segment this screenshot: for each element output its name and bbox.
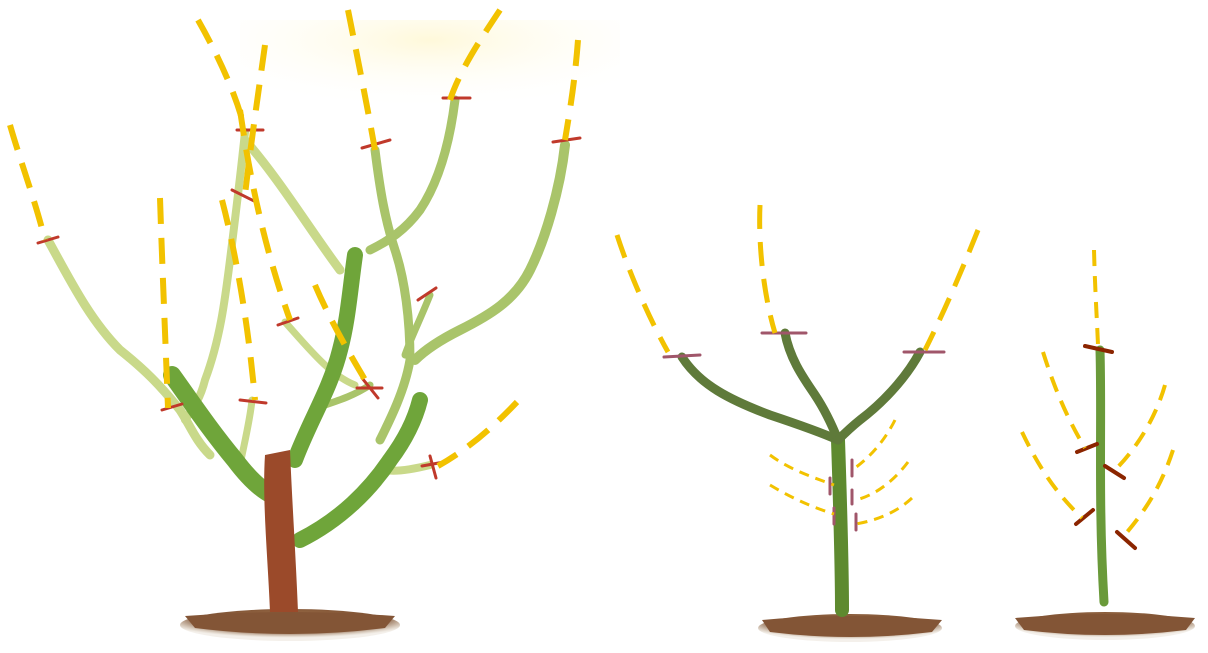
cut-mark [1105, 466, 1124, 478]
cut-guide-line [1094, 250, 1098, 345]
young-shoots [48, 132, 430, 471]
trunk [264, 450, 298, 612]
cut-guide-line [1022, 432, 1082, 518]
soil-top [762, 616, 942, 637]
cut-guide-line [770, 455, 834, 485]
young-tree-panel [617, 205, 978, 642]
background-glow [240, 20, 620, 120]
cut-guide-line [1115, 385, 1165, 470]
cut-guide-line [770, 485, 834, 514]
cut-guide-line [438, 402, 517, 466]
cut-guide-line [617, 235, 668, 352]
cut-mark [664, 355, 700, 357]
cut-guide-line [852, 420, 895, 470]
cut-guide-line [856, 498, 912, 524]
cut-guide-line [856, 462, 908, 500]
cut-guide-line [10, 125, 45, 240]
cut-guides [617, 205, 978, 352]
cut-guide-line [1043, 352, 1085, 448]
cut-guide-line [1122, 450, 1173, 538]
cut-guide-line [925, 230, 978, 350]
mature-tree-panel [10, 10, 620, 641]
whip-panel [1015, 250, 1195, 640]
cut-mark [1076, 510, 1093, 524]
cut-guide-line [760, 205, 775, 333]
whip-stem [1100, 350, 1104, 602]
cut-guide-line [160, 198, 168, 408]
scaffold-limbs [172, 255, 420, 540]
cut-mark [240, 400, 266, 403]
cut-mark [1117, 532, 1135, 548]
cut-mark [1077, 444, 1097, 452]
soil-top [1015, 614, 1195, 635]
